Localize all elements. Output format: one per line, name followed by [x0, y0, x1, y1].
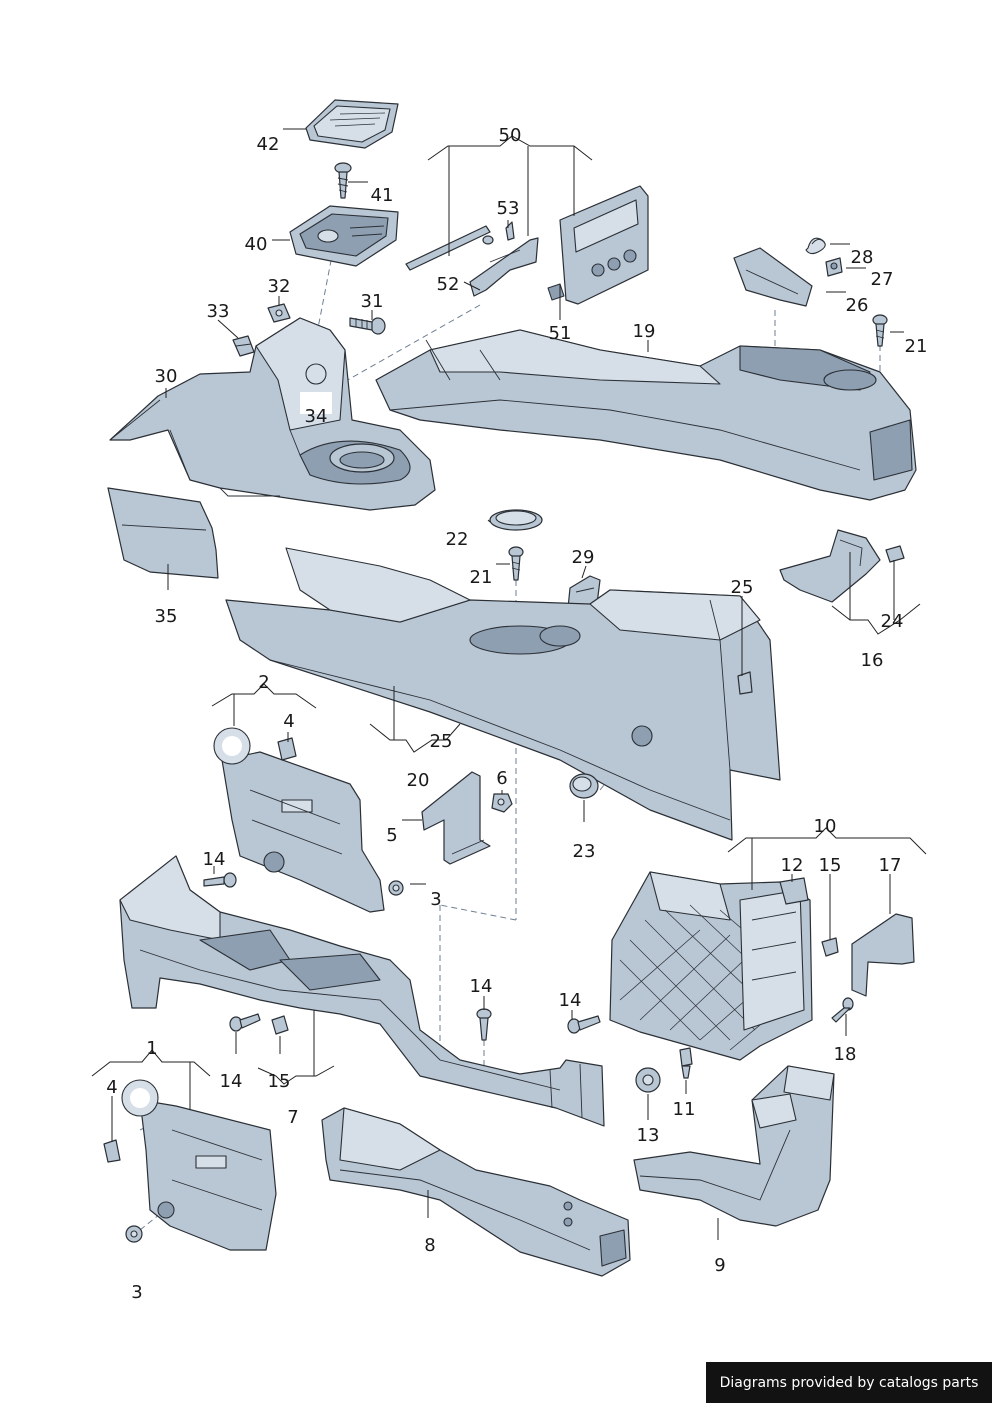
- label-14d: 14: [220, 1071, 243, 1092]
- label-28: 28: [851, 247, 874, 268]
- label-8: 8: [424, 1235, 435, 1256]
- part-18-screw: [831, 997, 854, 1023]
- label-34: 34: [305, 406, 328, 427]
- part-28-spring: [805, 237, 826, 255]
- label-14b: 14: [470, 976, 493, 997]
- part-41-screw: [334, 162, 352, 199]
- label-53: 53: [497, 198, 520, 219]
- label-16: 16: [861, 650, 884, 671]
- label-1: 1: [146, 1038, 157, 1059]
- label-32: 32: [268, 276, 291, 297]
- part-30-front-console: [109, 317, 436, 511]
- label-6: 6: [496, 768, 507, 789]
- part-13-nut: [635, 1067, 661, 1093]
- part-9-duct: [633, 1065, 835, 1227]
- label-29: 29: [572, 547, 595, 568]
- part-14-screw-c: [476, 1008, 492, 1041]
- part-3-nut-a: [388, 880, 404, 896]
- label-52: 52: [437, 274, 460, 295]
- label-15a: 15: [819, 855, 842, 876]
- label-19: 19: [633, 321, 656, 342]
- part-19-rear-console: [375, 329, 917, 501]
- part-25-main-console: [225, 547, 781, 841]
- part-8-duct: [321, 1107, 631, 1277]
- part-21-screw-b: [508, 546, 524, 581]
- catalog-credit-badge[interactable]: Diagrams provided by catalogs parts: [706, 1362, 992, 1403]
- label-18: 18: [834, 1044, 857, 1065]
- part-31-screw: [349, 317, 386, 335]
- label-27: 27: [871, 269, 894, 290]
- part-40-tray: [289, 205, 399, 267]
- label-7: 7: [287, 1107, 298, 1128]
- label-2: 2: [258, 672, 269, 693]
- label-15b: 15: [268, 1071, 291, 1092]
- label-26: 26: [846, 295, 869, 316]
- part-22-disc: [489, 509, 543, 531]
- part-14-screw-a: [203, 872, 237, 888]
- label-17: 17: [879, 855, 902, 876]
- part-14-screw-b: [229, 1013, 261, 1032]
- part-50-trim-kit: [405, 185, 649, 305]
- part-42-mat: [305, 99, 399, 149]
- part-23-cap: [569, 773, 599, 799]
- label-12: 12: [781, 855, 804, 876]
- part-26-cover: [733, 247, 813, 307]
- part-20-plate: [421, 771, 491, 865]
- label-9: 9: [714, 1255, 725, 1276]
- part-10-box: [609, 871, 813, 1061]
- part-16-bracket: [779, 529, 881, 603]
- part-24-clip: [885, 545, 905, 563]
- label-41: 41: [371, 185, 394, 206]
- label-10: 10: [814, 816, 837, 837]
- label-3a: 3: [430, 889, 441, 910]
- label-31: 31: [361, 291, 384, 312]
- label-5: 5: [386, 825, 397, 846]
- part-15-clip-b: [821, 937, 839, 957]
- part-4-clip-a: [277, 737, 297, 761]
- label-30: 30: [155, 366, 178, 387]
- part-15-clip-a: [271, 1015, 289, 1035]
- part-27-clip: [825, 257, 843, 277]
- label-40: 40: [245, 234, 268, 255]
- part-21-screw-a: [872, 314, 888, 347]
- part-17-clip: [851, 913, 915, 997]
- label-23: 23: [573, 841, 596, 862]
- label-21a: 21: [905, 336, 928, 357]
- label-50: 50: [499, 125, 522, 146]
- label-4b: 4: [106, 1077, 117, 1098]
- label-14c: 14: [559, 990, 582, 1011]
- part-33-clip: [232, 335, 255, 357]
- part-1-bracket: [121, 1079, 277, 1251]
- label-21b: 21: [470, 567, 493, 588]
- label-24: 24: [881, 611, 904, 632]
- label-22: 22: [446, 529, 469, 550]
- part-7-frame: [119, 855, 605, 1127]
- label-25b: 25: [430, 731, 453, 752]
- part-3-nut-b: [125, 1225, 143, 1243]
- callout-labels: 42 41 40 32 33 31 30 34 50 53 52 51 19 2…: [106, 125, 927, 1303]
- part-4-clip-b: [103, 1139, 121, 1163]
- part-6-nut: [491, 793, 513, 813]
- part-35-side-panel: [107, 487, 219, 579]
- label-13: 13: [637, 1125, 660, 1146]
- label-25a: 25: [731, 577, 754, 598]
- label-11: 11: [673, 1099, 696, 1120]
- label-33: 33: [207, 301, 230, 322]
- label-35: 35: [155, 606, 178, 627]
- label-4a: 4: [283, 711, 294, 732]
- leader-lines: [91, 128, 927, 1240]
- label-42: 42: [257, 134, 280, 155]
- part-12-bracket: [779, 877, 809, 905]
- label-51: 51: [549, 323, 572, 344]
- label-3b: 3: [131, 1282, 142, 1303]
- label-20: 20: [407, 770, 430, 791]
- part-14-screw-d: [567, 1015, 601, 1034]
- part-2-bracket: [213, 727, 385, 913]
- label-14a: 14: [203, 849, 226, 870]
- part-11-screw: [679, 1047, 693, 1079]
- part-32-clip: [267, 303, 291, 323]
